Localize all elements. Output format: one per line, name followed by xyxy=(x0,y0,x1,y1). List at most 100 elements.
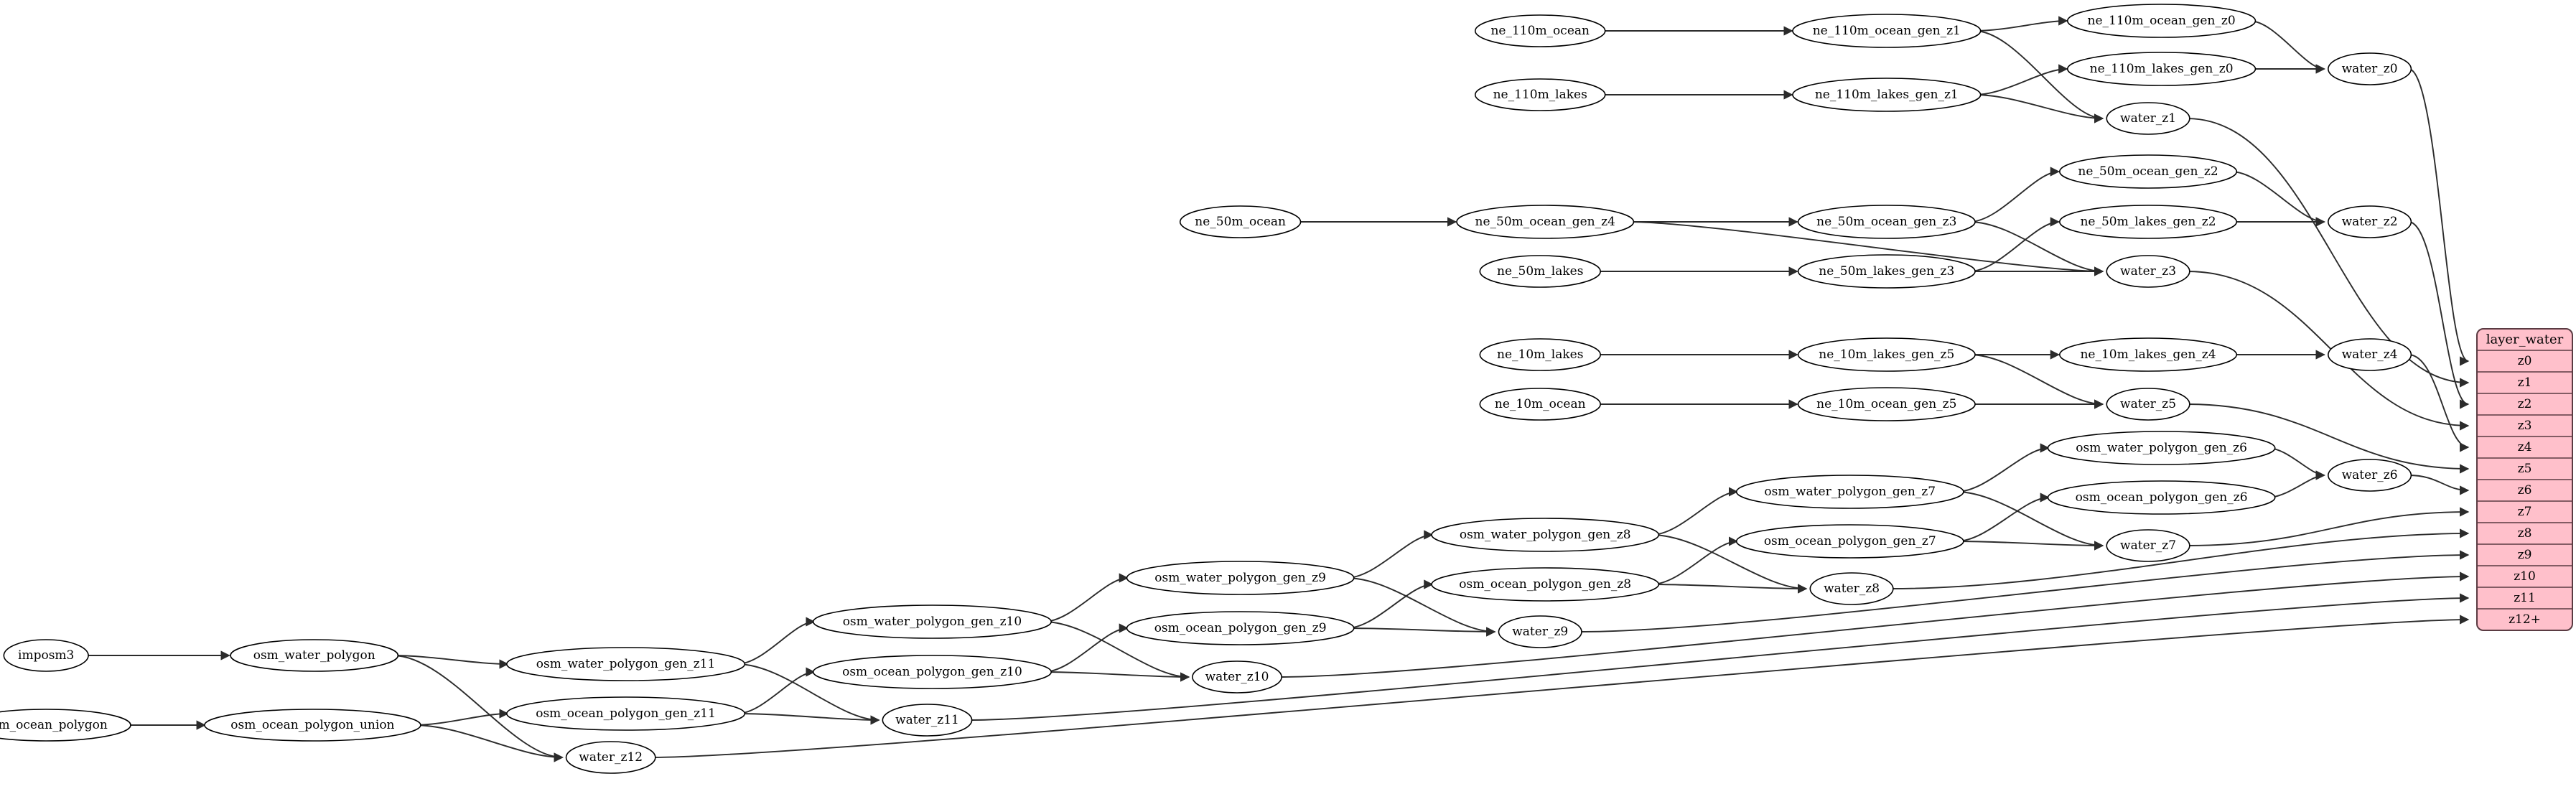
table-row-z11[interactable]: z11 xyxy=(2477,587,2572,605)
node-label: water_z10 xyxy=(1205,670,1269,684)
edge-osm_water_polygon-to-water_z12 xyxy=(392,655,564,762)
node-osm_ocean_polygon_gen_z8[interactable]: osm_ocean_polygon_gen_z8 xyxy=(1431,567,1660,602)
table-row-z3[interactable]: z3 xyxy=(2477,414,2572,433)
node-label: water_z6 xyxy=(2342,468,2398,482)
edge-osm_ocean_polygon_gen_z10-to-water_z10 xyxy=(1043,671,1190,682)
edge-osm_water_polygon_gen_z7-to-osm_water_polygon_gen_z6 xyxy=(1956,443,2050,492)
layer-water-table: layer_waterz0z1z2z3z4z5z6z7z8z9z10z11z12… xyxy=(2476,328,2573,631)
node-water_z4[interactable]: water_z4 xyxy=(2328,338,2412,371)
node-water_z11[interactable]: water_z11 xyxy=(882,704,973,737)
table-row-label: z12+ xyxy=(2509,612,2541,627)
node-imposm3[interactable]: imposm3 xyxy=(3,639,89,672)
node-osm_water_polygon[interactable]: osm_water_polygon xyxy=(230,639,399,672)
node-label: ne_110m_lakes_gen_z1 xyxy=(1815,88,1959,102)
edge-osm_water_polygon_gen_z8-to-osm_water_polygon_gen_z7 xyxy=(1651,487,1739,536)
node-ne_10m_lakes[interactable]: ne_10m_lakes xyxy=(1479,338,1602,371)
edge-water_z12-to-z12+ xyxy=(652,615,2470,758)
node-ne_50m_lakes_gen_z3[interactable]: ne_50m_lakes_gen_z3 xyxy=(1797,254,1976,289)
node-ne_50m_ocean_gen_z3[interactable]: ne_50m_ocean_gen_z3 xyxy=(1797,205,1976,239)
table-row-z8[interactable]: z8 xyxy=(2477,522,2572,541)
table-row-label: z9 xyxy=(2518,548,2532,562)
node-osm_water_polygon_gen_z11[interactable]: osm_water_polygon_gen_z11 xyxy=(506,647,746,681)
node-water_z12[interactable]: water_z12 xyxy=(565,741,656,774)
edge-water_z2-to-z2 xyxy=(2408,221,2470,409)
node-label: water_z2 xyxy=(2342,215,2398,229)
node-label: ne_110m_lakes xyxy=(1493,88,1587,102)
node-water_z6[interactable]: water_z6 xyxy=(2328,459,2412,492)
edge-osm_ocean_polygon_gen_z7-to-osm_ocean_polygon_gen_z6 xyxy=(1956,492,2050,542)
node-osm_ocean_polygon[interactable]: osm_ocean_polygon xyxy=(0,709,131,742)
node-water_z10[interactable]: water_z10 xyxy=(1192,660,1282,694)
table-row-z9[interactable]: z9 xyxy=(2477,543,2572,562)
table-row-z5[interactable]: z5 xyxy=(2477,457,2572,476)
table-row-z2[interactable]: z2 xyxy=(2477,393,2572,411)
node-ne_110m_lakes[interactable]: ne_110m_lakes xyxy=(1474,78,1606,111)
node-water_z5[interactable]: water_z5 xyxy=(2106,388,2190,421)
node-osm_ocean_polygon_gen_z10[interactable]: osm_ocean_polygon_gen_z10 xyxy=(812,655,1052,689)
node-label: water_z7 xyxy=(2120,538,2176,553)
node-osm_water_polygon_gen_z9[interactable]: osm_water_polygon_gen_z9 xyxy=(1126,561,1355,595)
node-osm_water_polygon_gen_z8[interactable]: osm_water_polygon_gen_z8 xyxy=(1431,518,1660,552)
node-ne_10m_ocean[interactable]: ne_10m_ocean xyxy=(1479,388,1602,421)
node-water_z2[interactable]: water_z2 xyxy=(2328,205,2412,238)
node-ne_110m_lakes_gen_z1[interactable]: ne_110m_lakes_gen_z1 xyxy=(1792,78,1982,112)
node-label: water_z9 xyxy=(1512,625,1568,639)
node-osm_ocean_polygon_gen_z6[interactable]: osm_ocean_polygon_gen_z6 xyxy=(2047,480,2276,515)
node-osm_ocean_polygon_gen_z7[interactable]: osm_ocean_polygon_gen_z7 xyxy=(1735,524,1964,559)
node-ne_50m_ocean_gen_z4[interactable]: ne_50m_ocean_gen_z4 xyxy=(1456,205,1635,239)
node-label: ne_10m_lakes_gen_z4 xyxy=(2080,347,2216,362)
node-ne_10m_ocean_gen_z5[interactable]: ne_10m_ocean_gen_z5 xyxy=(1797,387,1976,421)
table-row-z6[interactable]: z6 xyxy=(2477,479,2572,498)
node-water_z1[interactable]: water_z1 xyxy=(2106,102,2190,135)
node-label: osm_ocean_polygon_gen_z7 xyxy=(1764,534,1936,548)
edge-water_z11-to-z11 xyxy=(969,593,2470,721)
edge-osm_water_polygon_gen_z10-to-water_z10 xyxy=(1043,621,1190,682)
table-row-label: z1 xyxy=(2518,375,2532,390)
node-ne_50m_ocean_gen_z2[interactable]: ne_50m_ocean_gen_z2 xyxy=(2059,154,2238,189)
node-ne_110m_ocean_gen_z0[interactable]: ne_110m_ocean_gen_z0 xyxy=(2066,4,2257,38)
node-ne_110m_lakes_gen_z0[interactable]: ne_110m_lakes_gen_z0 xyxy=(2066,52,2257,86)
node-ne_10m_lakes_gen_z5[interactable]: ne_10m_lakes_gen_z5 xyxy=(1797,337,1976,372)
node-water_z0[interactable]: water_z0 xyxy=(2328,52,2412,85)
edge-osm_water_polygon_gen_z10-to-osm_water_polygon_gen_z9 xyxy=(1043,573,1129,622)
table-row-z4[interactable]: z4 xyxy=(2477,436,2572,454)
node-water_z8[interactable]: water_z8 xyxy=(1809,572,1894,605)
table-row-label: z5 xyxy=(2518,462,2532,476)
node-osm_ocean_polygon_union[interactable]: osm_ocean_polygon_union xyxy=(204,709,421,742)
node-label: water_z3 xyxy=(2120,264,2176,279)
node-osm_water_polygon_gen_z10[interactable]: osm_water_polygon_gen_z10 xyxy=(812,604,1052,639)
node-ne_110m_ocean_gen_z1[interactable]: ne_110m_ocean_gen_z1 xyxy=(1792,14,1982,48)
node-water_z3[interactable]: water_z3 xyxy=(2106,255,2190,288)
table-row-label: z0 xyxy=(2518,354,2532,368)
table-row-z7[interactable]: z7 xyxy=(2477,500,2572,519)
node-label: ne_50m_lakes_gen_z2 xyxy=(2080,215,2216,229)
node-ne_110m_ocean[interactable]: ne_110m_ocean xyxy=(1474,14,1606,47)
edge-water_z6-to-z6 xyxy=(2408,475,2470,495)
node-osm_ocean_polygon_gen_z9[interactable]: osm_ocean_polygon_gen_z9 xyxy=(1126,611,1355,645)
table-row-z1[interactable]: z1 xyxy=(2477,371,2572,390)
node-label: osm_ocean_polygon_gen_z10 xyxy=(842,665,1022,679)
edge-layer xyxy=(85,16,2470,762)
node-osm_water_polygon_gen_z6[interactable]: osm_water_polygon_gen_z6 xyxy=(2047,431,2276,465)
node-osm_water_polygon_gen_z7[interactable]: osm_water_polygon_gen_z7 xyxy=(1735,475,1964,509)
node-ne_50m_lakes[interactable]: ne_50m_lakes xyxy=(1479,255,1602,288)
node-ne_50m_lakes_gen_z2[interactable]: ne_50m_lakes_gen_z2 xyxy=(2059,205,2238,239)
table-row-z10[interactable]: z10 xyxy=(2477,565,2572,584)
node-water_z7[interactable]: water_z7 xyxy=(2106,529,2190,562)
edge-osm_ocean_polygon_gen_z6-to-water_z6 xyxy=(2267,470,2325,498)
table-row-z0[interactable]: z0 xyxy=(2477,350,2572,368)
node-water_z9[interactable]: water_z9 xyxy=(1498,615,1582,648)
node-label: osm_ocean_polygon_gen_z11 xyxy=(536,706,716,721)
node-label: osm_water_polygon_gen_z6 xyxy=(2076,441,2247,455)
node-osm_ocean_polygon_gen_z11[interactable]: osm_ocean_polygon_gen_z11 xyxy=(506,696,746,731)
edge-ne_50m_lakes_gen_z3-to-ne_50m_lakes_gen_z2 xyxy=(1969,217,2061,272)
node-label: osm_water_polygon_gen_z10 xyxy=(843,615,1022,629)
table-row-z12+[interactable]: z12+ xyxy=(2477,608,2572,627)
node-label: ne_50m_lakes xyxy=(1497,264,1583,279)
node-ne_50m_ocean[interactable]: ne_50m_ocean xyxy=(1179,205,1302,238)
edge-water_z4-to-z4 xyxy=(2408,354,2470,452)
node-ne_10m_lakes_gen_z4[interactable]: ne_10m_lakes_gen_z4 xyxy=(2059,337,2238,372)
node-label: ne_10m_lakes_gen_z5 xyxy=(1819,347,1954,362)
edge-ne_110m_lakes_gen_z1-to-ne_110m_lakes_gen_z0 xyxy=(1974,64,2068,95)
